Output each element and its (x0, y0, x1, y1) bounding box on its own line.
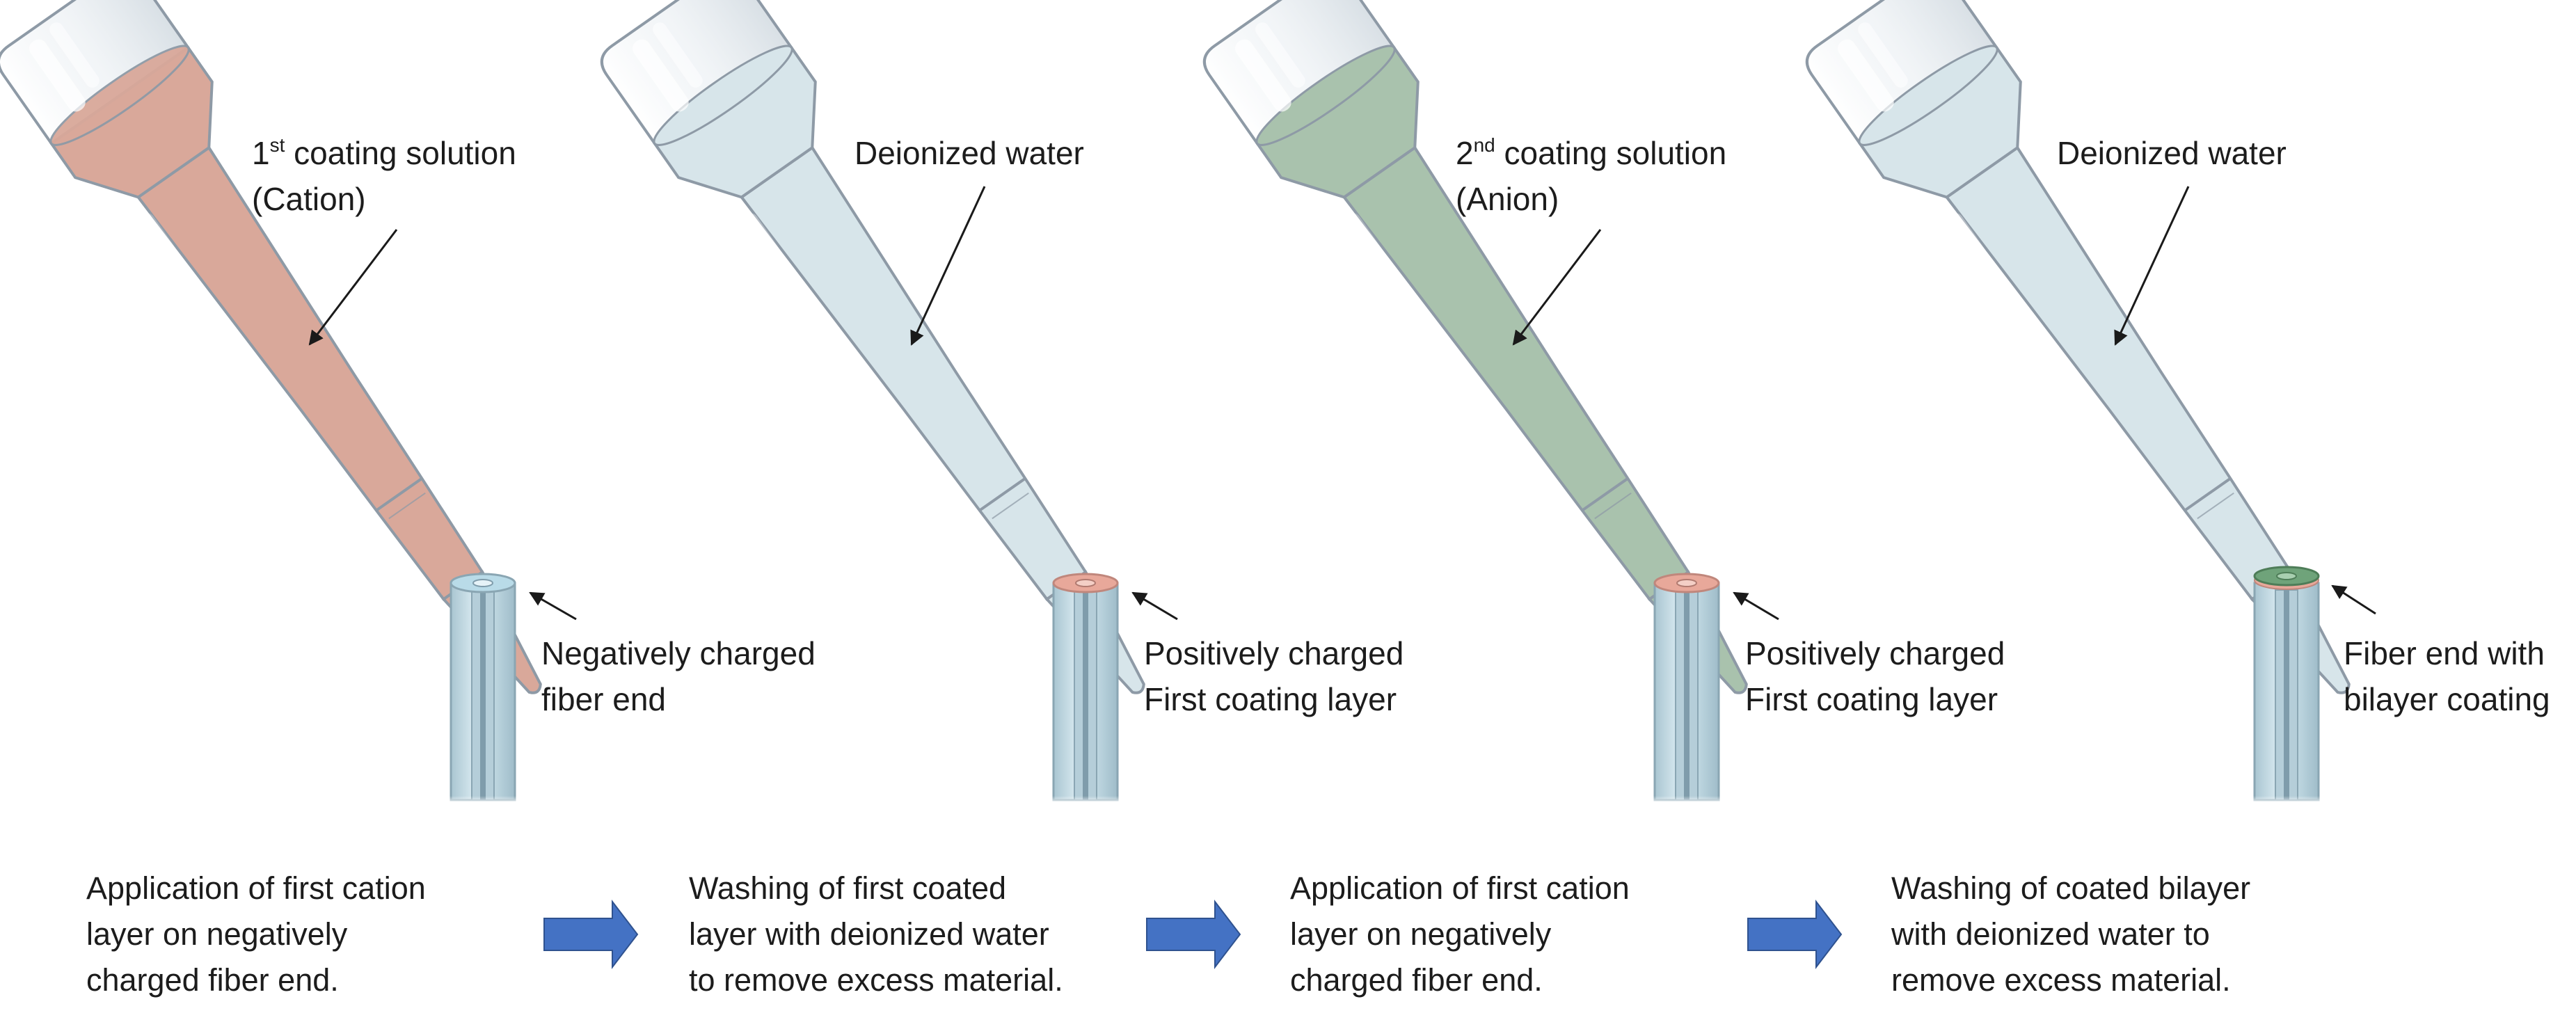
step-3: 2nd coating solution (Anion) Positively … (1202, 0, 2005, 804)
solution-label-4: Deionized water (2057, 135, 2287, 171)
leader-arrow-icon (1131, 591, 1178, 621)
caption-3-line3: charged fiber end. (1290, 962, 1543, 998)
leader-arrow-icon (308, 229, 398, 346)
fiber-3 (1649, 573, 1726, 804)
leader-arrow-icon (1512, 229, 1602, 346)
pipette-tip-3 (1202, 0, 1748, 694)
right-arrow-icon (543, 900, 639, 969)
fiber-label-4-line2: bilayer coating (2344, 681, 2550, 717)
leader-arrow-icon (529, 591, 577, 621)
pipette-tip-4 (1805, 0, 2351, 694)
solution-prefix: 1 (252, 135, 270, 171)
caption-1-line1: Application of first cation (86, 870, 426, 906)
right-arrow-icon (1747, 900, 1843, 969)
pipette-body (136, 145, 484, 601)
solution-superscript: nd (1474, 134, 1495, 156)
solution-label-3-line2: (Anion) (1456, 181, 1559, 217)
leader-arrow-icon (2114, 186, 2190, 346)
caption-2-line2: layer with deionized water (689, 916, 1049, 952)
pipette-tip-1 (0, 0, 542, 694)
right-arrow-icon (1146, 900, 1241, 969)
caption-1-line2: layer on negatively (86, 916, 348, 952)
fiber-label-3-line1: Positively charged (1745, 635, 2005, 671)
fiber-1 (445, 573, 522, 804)
fiber-4 (2249, 566, 2325, 804)
caption-4-line3: remove excess material. (1891, 962, 2231, 998)
pipette-cap (0, 0, 191, 145)
pipette-tip-2 (600, 0, 1145, 694)
solution-label-2: Deionized water (854, 135, 1084, 171)
fiber-label-4-line1: Fiber end with (2344, 635, 2545, 671)
solution-text: coating solution (285, 135, 516, 171)
fiber-label-3-line2: First coating layer (1745, 681, 1998, 717)
fiber-label-1-line2: fiber end (541, 681, 666, 717)
solution-label-3: 2nd coating solution (1456, 134, 1726, 171)
leader-arrow-icon (910, 186, 986, 346)
caption-2-line3: to remove excess material. (689, 962, 1063, 998)
solution-text: coating solution (1495, 135, 1726, 171)
solution-label-1: 1st coating solution (252, 134, 516, 171)
caption-2-line1: Washing of first coated (689, 870, 1006, 906)
captions: Application of first cation layer on neg… (86, 870, 2250, 998)
solution-label-1-line2: (Cation) (252, 181, 366, 217)
caption-3-line2: layer on negatively (1290, 916, 1552, 952)
solution-prefix: 2 (1456, 135, 1474, 171)
caption-3-line1: Application of first cation (1290, 870, 1630, 906)
process-arrows (543, 900, 1843, 969)
leader-arrow-icon (2331, 584, 2376, 615)
fiber-label-1-line1: Negatively charged (541, 635, 816, 671)
step-4: Deionized water Fiber end with bilayer c… (1805, 0, 2550, 804)
fiber-label-2-line1: Positively charged (1144, 635, 1404, 671)
caption-4-line1: Washing of coated bilayer (1891, 870, 2250, 906)
leader-arrow-icon (1733, 591, 1779, 621)
caption-1-line3: charged fiber end. (86, 962, 339, 998)
step-2: Deionized water Positively charged First… (600, 0, 1404, 804)
caption-4-line2: with deionized water to (1891, 916, 2210, 952)
fiber-label-2-line2: First coating layer (1144, 681, 1397, 717)
fiber-2 (1048, 573, 1124, 804)
step-1: 1st coating solution (Cation) Negatively… (0, 0, 816, 804)
solution-superscript: st (270, 134, 285, 156)
